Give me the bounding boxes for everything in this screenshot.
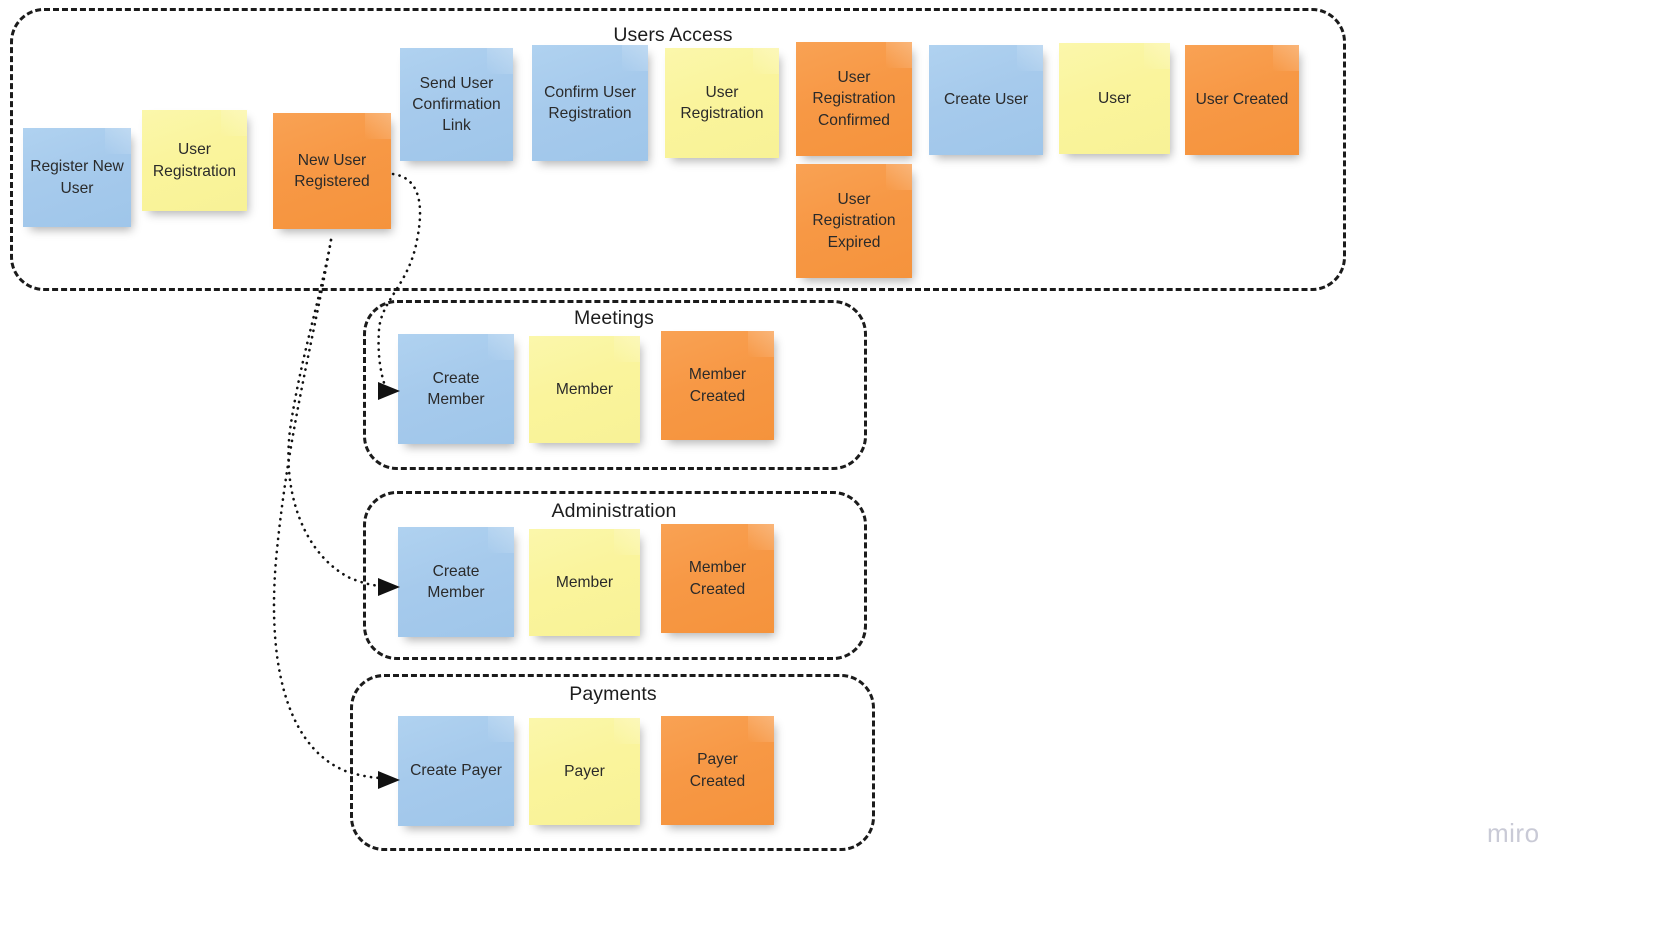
note-member-created-meetings[interactable]: Member Created (661, 331, 774, 440)
note-send-user-confirmation-link[interactable]: Send User Confirmation Link (400, 48, 513, 161)
note-user-registration-expired[interactable]: User Registration Expired (796, 164, 912, 278)
note-register-new-user[interactable]: Register New User (23, 128, 131, 227)
note-user[interactable]: User (1059, 43, 1170, 154)
note-create-member-meetings[interactable]: Create Member (398, 334, 514, 444)
note-create-member-administration[interactable]: Create Member (398, 527, 514, 637)
note-payer-created[interactable]: Payer Created (661, 716, 774, 825)
miro-watermark: miro (1487, 818, 1540, 848)
group-title-payments: Payments (569, 683, 657, 705)
note-create-payer[interactable]: Create Payer (398, 716, 514, 826)
note-confirm-user-registration[interactable]: Confirm User Registration (532, 45, 648, 161)
note-member-meetings[interactable]: Member (529, 336, 640, 443)
note-payer[interactable]: Payer (529, 718, 640, 825)
note-user-registration-confirmed[interactable]: User Registration Confirmed (796, 42, 912, 156)
group-title-meetings: Meetings (574, 307, 654, 329)
note-user-created[interactable]: User Created (1185, 45, 1299, 155)
group-title-users-access: Users Access (613, 24, 733, 46)
group-users-access[interactable] (10, 8, 1346, 291)
note-create-user[interactable]: Create User (929, 45, 1043, 155)
note-new-user-registered[interactable]: New User Registered (273, 113, 391, 229)
note-user-registration-1[interactable]: User Registration (142, 110, 247, 211)
group-title-administration: Administration (551, 500, 677, 522)
note-member-created-administration[interactable]: Member Created (661, 524, 774, 633)
note-member-administration[interactable]: Member (529, 529, 640, 636)
note-user-registration-2[interactable]: User Registration (665, 48, 779, 158)
